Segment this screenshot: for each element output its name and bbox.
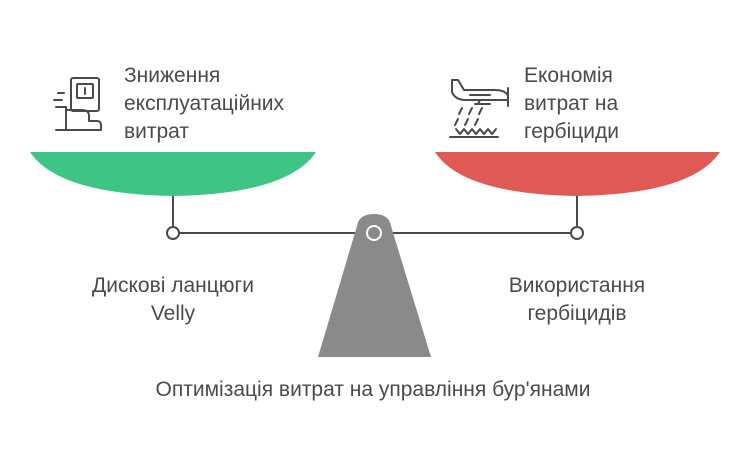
right-benefit-line-3: гербіциди [524,120,619,143]
cash-icon [53,77,102,131]
diagram-caption: Оптимізація витрат на управління бур'яна… [155,378,591,401]
left-benefit-line-2: експлуатаційних [124,92,285,115]
left-benefit-line-3: витрат [124,120,190,143]
right-option-line-1: Використання [508,274,646,297]
left-option-label: Дискові ланцюги Velly [48,272,298,328]
left-benefit-line-1: Зниження [124,64,221,87]
right-benefit-text: Економія витрат на гербіциди [524,62,619,146]
left-benefit-text: Зниження експлуатаційних витрат [124,62,284,146]
fulcrum-stand [318,214,431,357]
fulcrum-pivot [366,225,382,241]
left-pan [30,152,316,196]
right-benefit-line-2: витрат на [524,92,619,115]
crop-duster-plane-icon [449,79,509,138]
left-option-line-1: Дискові ланцюги [92,274,254,297]
right-beam-joint [570,226,584,240]
left-option-line-2: Velly [150,302,196,325]
right-option-label: Використання гербіцидів [452,272,702,328]
right-benefit-line-1: Економія [524,64,613,87]
right-pan [435,152,720,196]
right-option-line-2: гербіцидів [527,302,627,325]
left-beam-joint [166,226,180,240]
